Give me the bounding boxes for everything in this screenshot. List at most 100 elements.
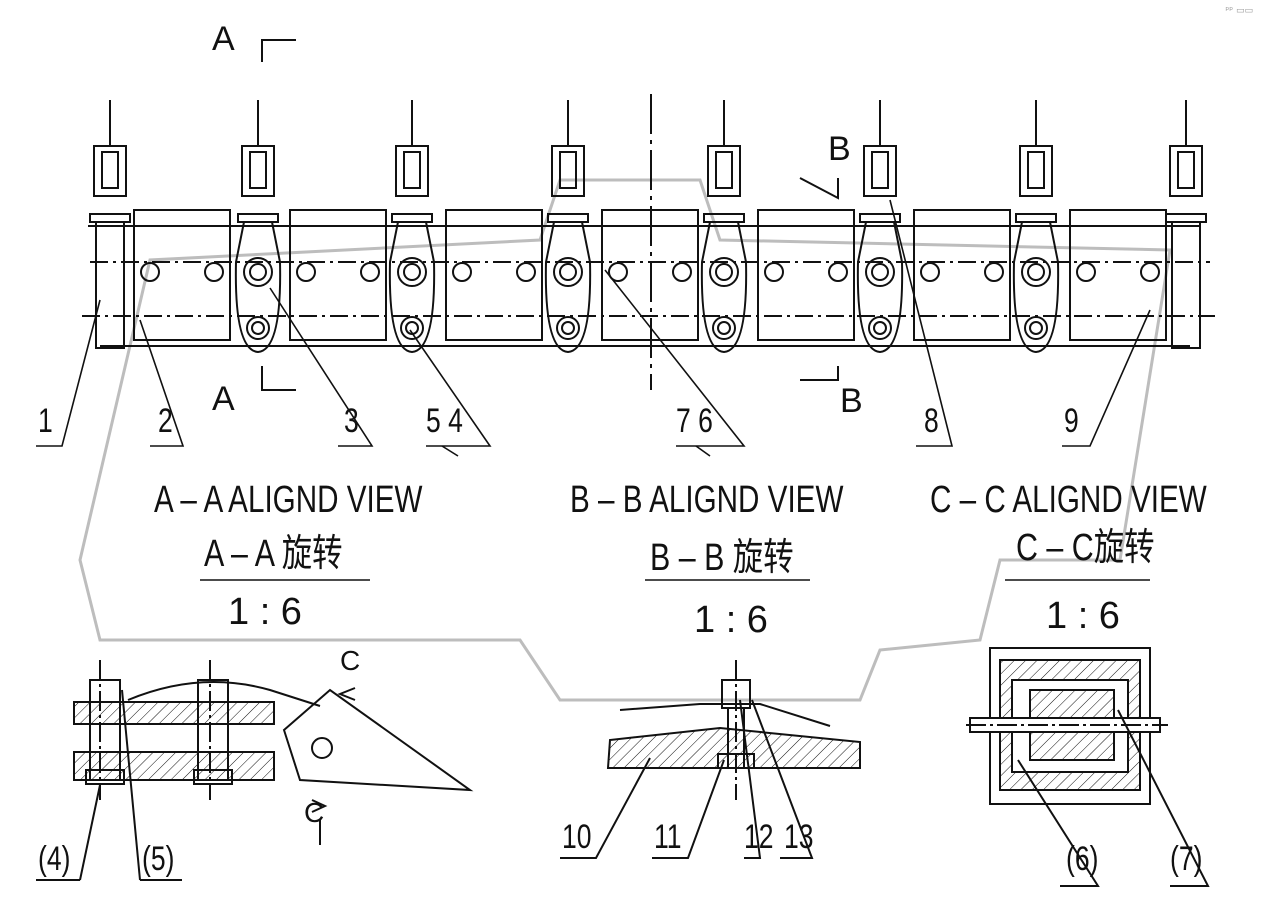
guard-nut (553, 257, 583, 287)
guard-bolt (1027, 263, 1045, 281)
guard-collar (1165, 213, 1207, 223)
callout-paren-7: (7) (1170, 840, 1203, 878)
guard-slot (101, 151, 119, 189)
view-subtitle-b: B – B 旋转 (650, 537, 794, 579)
guard-body (234, 221, 282, 354)
guard-body (1012, 221, 1060, 354)
detail-b (560, 660, 861, 859)
plate-nut (608, 262, 628, 282)
guard-collar (547, 213, 589, 223)
guard-end-body (95, 221, 125, 349)
guard-tip (1019, 145, 1053, 197)
plate-nut (1076, 262, 1096, 282)
plate-nut (828, 262, 848, 282)
view-title-c: C – C ALIGND VIEW (930, 479, 1207, 521)
view-subtitle-a: A – A 旋转 (204, 533, 343, 575)
guard-collar (1015, 213, 1057, 223)
plate-unit (757, 209, 855, 341)
view-title-a: A – A ALIGND VIEW (154, 479, 423, 521)
guard-unit (234, 100, 282, 354)
callout-13: 13 (784, 818, 814, 856)
plate-nut (984, 262, 1004, 282)
guard-bolt (561, 321, 575, 335)
guard-tip (1169, 145, 1203, 197)
plate-body (1069, 209, 1167, 341)
section-b-bottom: B (840, 382, 863, 420)
guard-body (544, 221, 592, 354)
guard-slot (1027, 151, 1045, 189)
guard-slot (403, 151, 421, 189)
guard-unit (544, 100, 592, 354)
view-scale-a: 1 : 6 (228, 591, 302, 633)
guard-slot (249, 151, 267, 189)
guard-nut (1024, 316, 1048, 340)
plate-nut (452, 262, 472, 282)
guard-nut (246, 316, 270, 340)
section-a-top: A (212, 20, 235, 58)
guard-unit (700, 100, 748, 354)
guard-bolt (403, 263, 421, 281)
plate-nut (516, 262, 536, 282)
guard-nut (243, 257, 273, 287)
plate-nut (140, 262, 160, 282)
detail-c (966, 647, 1210, 887)
plate-unit (445, 209, 543, 341)
guard-unit (388, 100, 436, 354)
callout-8: 8 (924, 402, 939, 440)
callout-3: 3 (344, 402, 359, 440)
guard-bolt (251, 321, 265, 335)
callout-paren-6: (6) (1066, 840, 1099, 878)
guard-tip (395, 145, 429, 197)
plate-nut (296, 262, 316, 282)
plate-unit (1069, 209, 1167, 341)
guard-row (89, 100, 1207, 354)
guard-tip (863, 145, 897, 197)
plate-nut (672, 262, 692, 282)
guard-nut (1021, 257, 1051, 287)
guard-unit (1165, 100, 1207, 349)
guard-bolt (715, 263, 733, 281)
callout-paren-5: (5) (142, 840, 175, 878)
guard-slot (559, 151, 577, 189)
plate-nut (204, 262, 224, 282)
guard-unit (1012, 100, 1060, 354)
callout-2: 2 (158, 402, 173, 440)
leader-lines (36, 199, 1151, 581)
guard-slot (1177, 151, 1195, 189)
callout-10: 10 (562, 818, 592, 856)
watermark-logo (78, 178, 1172, 702)
guard-tip (241, 145, 275, 197)
callout-11: 11 (654, 818, 682, 856)
guard-unit (856, 100, 904, 354)
guard-body (388, 221, 436, 354)
callout-9: 9 (1064, 402, 1079, 440)
plate-unit (133, 209, 231, 341)
callout-1: 1 (38, 402, 53, 440)
center-lines (261, 39, 839, 391)
plate-nut (360, 262, 380, 282)
guard-tip (93, 145, 127, 197)
guard-nut (868, 316, 892, 340)
callout-7-6: 7 6 (676, 402, 713, 440)
guard-end-body (1171, 221, 1201, 349)
guard-nut (865, 257, 895, 287)
guard-bolt (871, 263, 889, 281)
view-title-b: B – B ALIGND VIEW (570, 479, 844, 521)
corner-mark: ᵖᵖ ▭▭ (1225, 6, 1253, 16)
guard-nut (400, 316, 424, 340)
plate-nut (1140, 262, 1160, 282)
plate-unit (289, 209, 387, 341)
guard-bolt (873, 321, 887, 335)
guard-bolt (249, 263, 267, 281)
guard-slot (715, 151, 733, 189)
plate-nut (764, 262, 784, 282)
view-scale-c: 1 : 6 (1046, 595, 1120, 637)
guard-nut (556, 316, 580, 340)
callout-paren-4: (4) (38, 840, 71, 878)
guard-slot (871, 151, 889, 189)
plate-body (757, 209, 855, 341)
guard-nut (397, 257, 427, 287)
guard-bolt (717, 321, 731, 335)
section-b-top: B (828, 130, 851, 168)
guard-collar (237, 213, 279, 223)
